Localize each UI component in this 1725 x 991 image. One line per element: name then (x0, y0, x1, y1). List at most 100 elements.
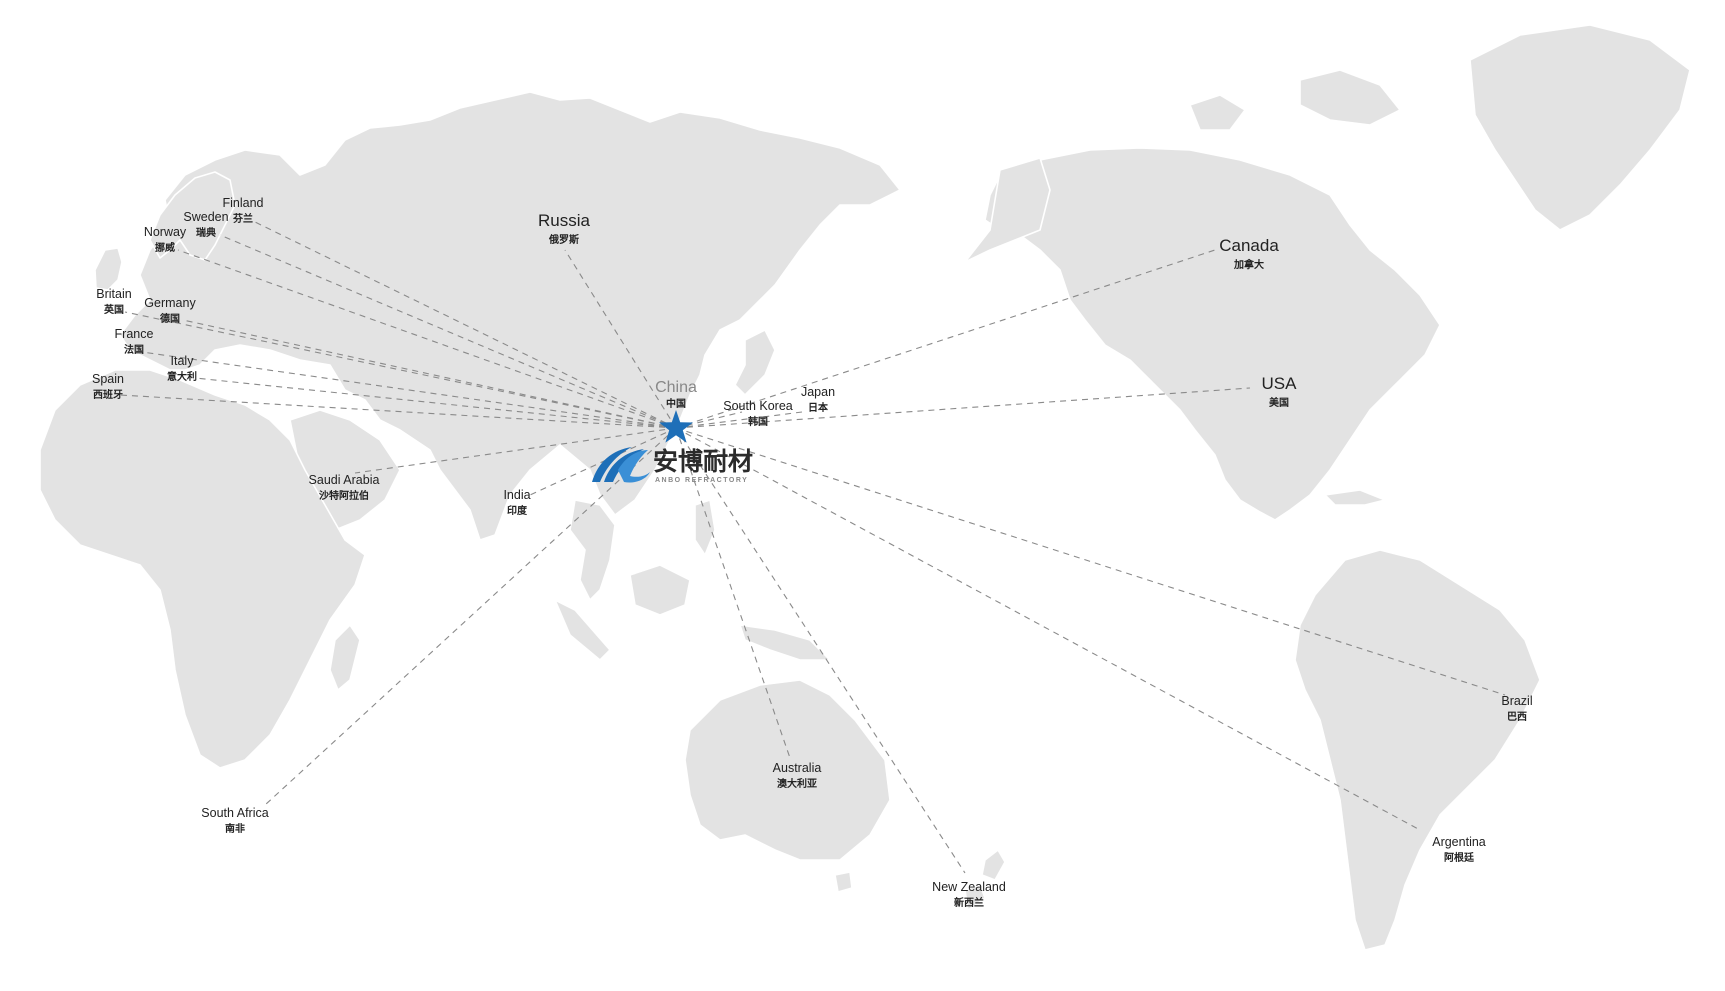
country-label-en: Italy (171, 354, 195, 368)
country-label-zh: 沙特阿拉伯 (319, 489, 369, 502)
country-marker-australia[interactable]: Australia 澳大利亚 (773, 761, 822, 790)
country-label-zh: 印度 (507, 504, 528, 517)
country-label-zh: 英国 (103, 303, 124, 316)
country-label-zh: 美国 (1269, 396, 1289, 409)
route-line-norway (177, 249, 677, 429)
country-label-zh: 阿根廷 (1444, 851, 1475, 864)
land-australia (684, 679, 891, 861)
country-label-zh: 瑞典 (196, 226, 216, 239)
country-label-en: New Zealand (932, 880, 1006, 894)
route-line-argentina (675, 427, 1421, 831)
land-cuba (1324, 489, 1386, 506)
country-marker-canada[interactable]: Canada 加拿大 (1219, 236, 1279, 271)
land-new-guinea (739, 624, 831, 661)
country-label-zh: 西班牙 (93, 388, 123, 401)
route-line-germany (182, 319, 677, 429)
land-greenland (1469, 24, 1691, 231)
country-label-en: Australia (773, 761, 822, 775)
land-eurasia (119, 91, 901, 541)
route-line-india (529, 427, 677, 496)
country-label-en: Spain (92, 372, 124, 386)
country-label-zh: 意大利 (167, 370, 197, 383)
brand-logo: 安博耐材 ANBO REFRACTORY (592, 447, 753, 484)
country-marker-norway[interactable]: Norway 挪威 (144, 225, 187, 254)
land-africa (39, 369, 366, 769)
route-line-finland (254, 221, 677, 429)
country-marker-south-korea[interactable]: South Korea 韩国 (723, 399, 793, 428)
country-label-zh: 加拿大 (1233, 258, 1264, 271)
country-label-zh: 挪威 (155, 241, 175, 254)
route-line-brazil (675, 427, 1506, 696)
country-label-en: France (115, 327, 154, 341)
country-label-zh: 俄罗斯 (548, 233, 579, 246)
country-label-en: Russia (538, 211, 591, 230)
country-label-en: Canada (1219, 236, 1279, 255)
land-south-america (1294, 549, 1541, 951)
country-label-en: Sweden (183, 210, 228, 224)
country-label-en: Norway (144, 225, 187, 239)
country-label-zh: 新西兰 (954, 896, 984, 909)
origin-label-zh: 中国 (666, 397, 686, 410)
country-label-en: Britain (96, 287, 131, 301)
country-label-en: Germany (144, 296, 196, 310)
country-label-en: Saudi Arabia (309, 473, 380, 487)
country-marker-argentina[interactable]: Argentina 阿根廷 (1432, 835, 1486, 864)
country-marker-brazil[interactable]: Brazil 巴西 (1501, 694, 1532, 723)
land-britain (94, 247, 123, 291)
country-label-en: Japan (801, 385, 835, 399)
country-label-en: South Korea (723, 399, 793, 413)
country-label-en: Finland (223, 196, 264, 210)
land-north-america (984, 147, 1441, 521)
country-marker-finland[interactable]: Finland 芬兰 (223, 196, 264, 225)
country-label-zh: 韩国 (748, 415, 768, 428)
land-philippines (694, 499, 716, 556)
country-marker-france[interactable]: France 法国 (115, 327, 154, 356)
brand-name-en: ANBO REFRACTORY (655, 477, 748, 484)
country-marker-italy[interactable]: Italy 意大利 (167, 354, 197, 383)
country-label-zh: 法国 (124, 343, 144, 356)
country-marker-usa[interactable]: USA 美国 (1262, 374, 1298, 409)
land-madagascar (329, 624, 361, 691)
country-label-en: Brazil (1501, 694, 1532, 708)
land-new-zealand (964, 849, 1006, 911)
country-marker-russia[interactable]: Russia 俄罗斯 (538, 211, 591, 246)
brand-logo-icon (592, 447, 650, 483)
country-label-zh: 南非 (225, 822, 245, 835)
route-line-france (141, 351, 677, 429)
country-marker-britain[interactable]: Britain 英国 (96, 287, 131, 316)
land-borneo (629, 564, 691, 616)
land-se-asia (569, 499, 616, 601)
route-line-usa (675, 387, 1251, 429)
country-labels: Finland 芬兰 Sweden 瑞典 Norway 挪威 Britain 英国 German… (92, 196, 1533, 909)
route-line-spain (119, 394, 677, 429)
route-line-sweden (219, 234, 677, 429)
route-line-japan (675, 411, 803, 429)
route-line-south-africa (264, 427, 677, 806)
origin-china[interactable]: China 中国 (655, 379, 697, 443)
route-line-new-zealand (675, 427, 966, 874)
land-arctic-islands (1189, 69, 1401, 131)
country-label-zh: 德国 (159, 312, 180, 325)
route-line-australia (675, 427, 791, 759)
landmasses (39, 24, 1691, 951)
country-marker-saudi-arabia[interactable]: Saudi Arabia 沙特阿拉伯 (309, 473, 380, 502)
route-lines (119, 221, 1506, 874)
country-label-en: Argentina (1432, 835, 1486, 849)
country-marker-spain[interactable]: Spain 西班牙 (92, 372, 124, 401)
land-alaska (964, 157, 1051, 263)
country-label-en: South Africa (201, 806, 268, 820)
country-label-en: USA (1262, 374, 1298, 393)
country-marker-south-africa[interactable]: South Africa 南非 (201, 806, 268, 835)
land-scandinavia (149, 171, 236, 261)
country-label-zh: 巴西 (1507, 711, 1527, 723)
country-label-zh: 芬兰 (232, 212, 253, 225)
country-marker-sweden[interactable]: Sweden 瑞典 (183, 210, 228, 239)
origin-label-en: China (655, 379, 697, 396)
country-label-zh: 澳大利亚 (777, 777, 817, 790)
country-marker-new-zealand[interactable]: New Zealand 新西兰 (932, 880, 1006, 909)
star-icon (659, 410, 693, 443)
country-marker-germany[interactable]: Germany 德国 (144, 296, 196, 325)
